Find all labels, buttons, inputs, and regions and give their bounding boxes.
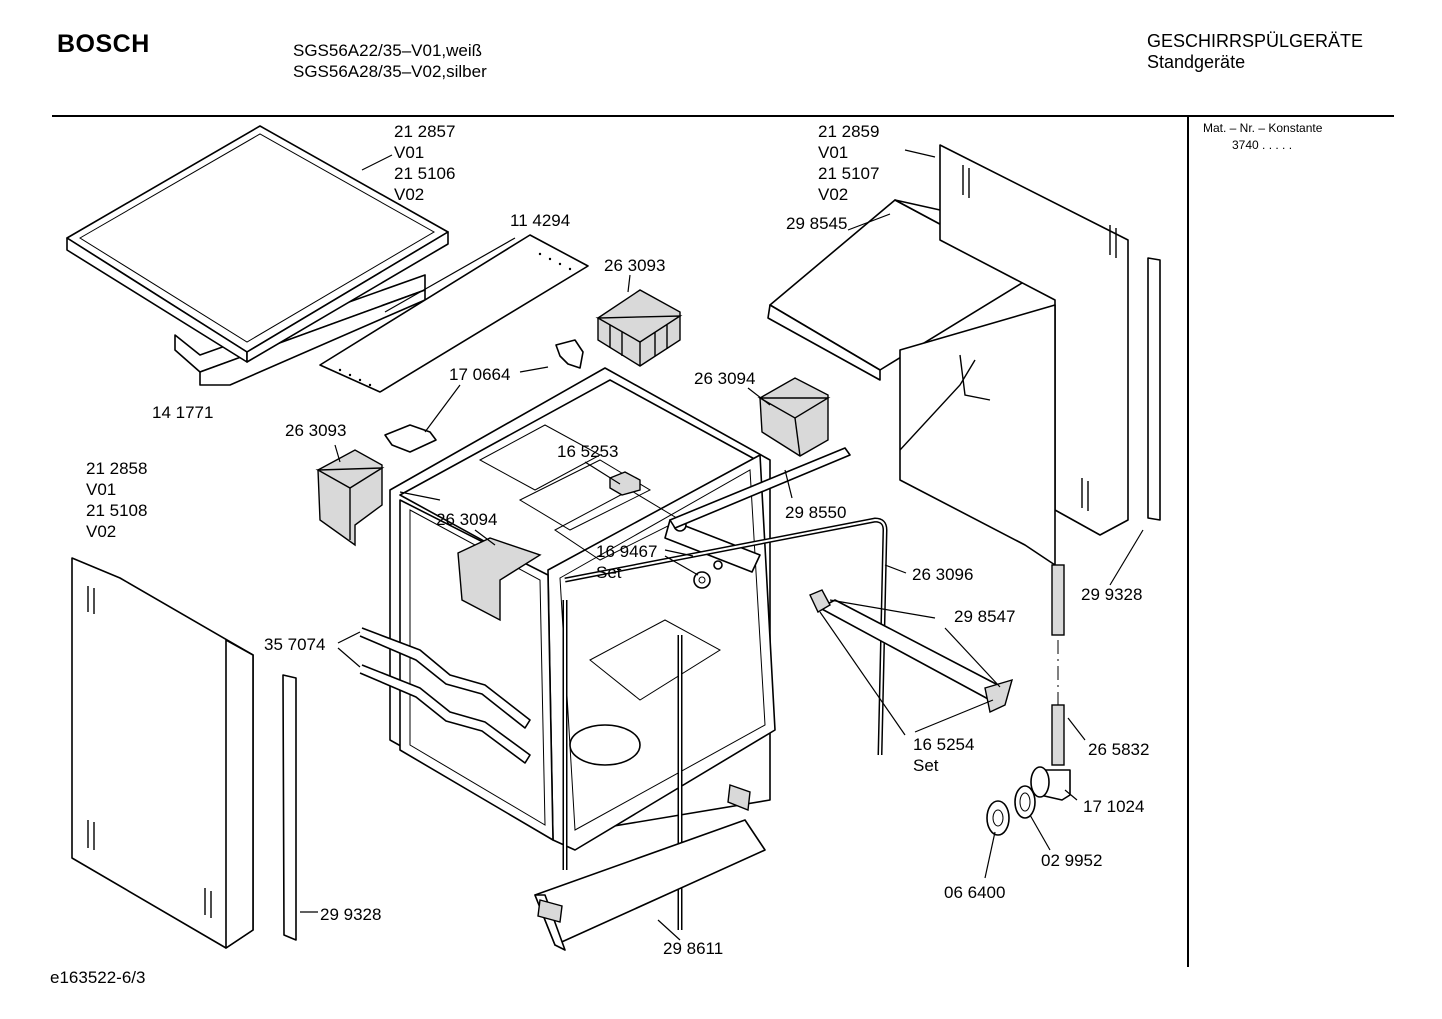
label-hose: 26 5832 (1088, 740, 1150, 759)
label-clip: 17 0664 (449, 365, 511, 384)
side-panel-right-part (899, 144, 1129, 566)
label-bracket-top: 26 3093 (604, 256, 666, 275)
mat-number-value: 3740 . . . . . (1232, 138, 1293, 152)
bracket-top-part (595, 289, 683, 367)
clip-part (555, 339, 584, 369)
label-worktop-holder: 14 1771 (152, 403, 214, 422)
leader-lines (300, 149, 1144, 941)
label-plinth: 29 8611 (663, 939, 724, 958)
label-door-seal: 26 3096 (912, 565, 974, 584)
drain-hose-part (1051, 564, 1065, 766)
edge-strip-right-part (1147, 257, 1161, 521)
nut-part (986, 800, 1010, 836)
edge-strip-left-part (282, 674, 297, 941)
label-insulation-strip: 11 4294 (510, 211, 571, 230)
cover-left-part (457, 537, 542, 622)
label-bracket-left: 26 3093 (285, 421, 347, 440)
label-elbow: 17 1024 (1083, 797, 1145, 816)
mat-number-label: Mat. – Nr. – Konstante (1203, 121, 1323, 135)
bracket-left-part (315, 449, 385, 547)
label-nut: 06 6400 (944, 883, 1006, 902)
model-numbers: SGS56A22/35–V01,weiß SGS56A28/35–V02,sil… (293, 40, 487, 82)
label-bearing: 16 5253 (557, 442, 619, 461)
worktop-part (66, 125, 449, 386)
side-panel-left-part (71, 557, 254, 949)
elbow-part (1030, 766, 1071, 801)
label-cover-left: 26 3094 (436, 510, 498, 529)
bearing-part (609, 471, 641, 496)
category-line-2: Standgeräte (1147, 52, 1246, 72)
drawing-code: e163522-6/3 (50, 968, 146, 987)
label-gasket: 02 9952 (1041, 851, 1103, 870)
clip-part-2 (384, 424, 437, 453)
label-cover-right: 26 3094 (694, 369, 756, 388)
seal-top-part (669, 447, 851, 529)
brand-logo: BOSCH (57, 30, 150, 58)
label-rail-bar: 29 8547 (954, 607, 1016, 626)
rails-part (359, 627, 531, 764)
category-line-1: GESCHIRRSPÜLGERÄTE (1147, 31, 1364, 51)
gasket-part (1014, 785, 1036, 819)
label-insulation-mat: 29 8545 (786, 214, 848, 233)
model-line-2: SGS56A28/35–V02,silber (293, 62, 487, 81)
appliance-category: GESCHIRRSPÜLGERÄTE Standgeräte (1147, 31, 1363, 73)
label-edge-strip-right: 29 9328 (1081, 585, 1143, 604)
label-edge-strip-left: 29 9328 (320, 905, 382, 924)
header-divider (52, 115, 1394, 117)
label-seal-top: 29 8550 (785, 503, 847, 522)
plinth-part (534, 784, 766, 951)
insulation-strip-part (319, 234, 589, 393)
sidebar-divider (1187, 117, 1189, 967)
model-line-1: SGS56A22/35–V01,weiß (293, 41, 483, 60)
label-rails: 35 7074 (264, 635, 326, 654)
cover-right-part (757, 377, 831, 457)
